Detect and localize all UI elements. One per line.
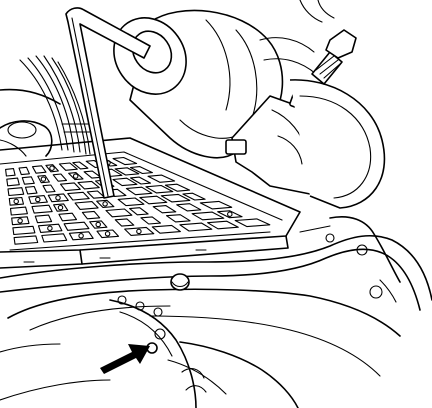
valve-passage	[12, 225, 36, 236]
valve-port	[136, 228, 142, 235]
valve-passage	[182, 192, 206, 201]
housing-plate	[0, 88, 61, 157]
valve-passage	[160, 193, 191, 203]
valve-passage	[7, 187, 25, 197]
valve-port	[55, 195, 61, 201]
valve-port	[40, 176, 47, 182]
valve-port	[104, 231, 111, 237]
valve-port	[49, 165, 55, 171]
valve-passage	[8, 196, 25, 206]
valve-passage	[53, 203, 69, 212]
valve-passage	[129, 166, 153, 175]
arrow-icon	[100, 344, 150, 374]
valve-port	[227, 211, 233, 217]
transmission-case	[0, 216, 432, 408]
valve-passage	[176, 203, 202, 212]
valve-passage	[6, 177, 20, 187]
dowel-pin	[170, 273, 190, 291]
valve-passage	[67, 191, 90, 201]
valve-port	[35, 196, 41, 203]
valve-passage	[217, 210, 243, 219]
valve-passage	[89, 220, 108, 229]
valve-passage	[63, 221, 90, 231]
valve-passage	[191, 211, 225, 221]
valve-passage	[18, 166, 30, 176]
valve-passage	[139, 195, 168, 205]
valve-port	[102, 201, 108, 207]
valve-passage	[129, 207, 149, 216]
valve-passage	[13, 235, 39, 245]
valve-passage	[129, 176, 152, 185]
valve-passage	[11, 216, 30, 226]
valve-passage	[28, 195, 48, 205]
valve-passage	[165, 214, 191, 223]
valve-passage	[31, 204, 53, 214]
valve-passage	[5, 168, 16, 177]
valve-passage	[114, 167, 140, 176]
valve-passage	[45, 164, 59, 173]
valve-port	[17, 218, 23, 224]
valve-passage	[140, 216, 162, 225]
valve-passage	[68, 231, 94, 241]
valve-passage	[81, 210, 101, 220]
lower-bore	[0, 295, 207, 408]
valve-passage	[52, 173, 68, 182]
valve-port	[13, 198, 19, 205]
valve-passage	[58, 162, 78, 171]
valve-passage	[234, 218, 271, 228]
valve-passage	[42, 184, 56, 193]
threaded-bolt	[311, 29, 357, 85]
valve-passage	[21, 176, 35, 185]
valve-passage	[74, 201, 99, 210]
valve-passage	[77, 180, 100, 190]
valve-passage	[112, 177, 138, 187]
valve-passage	[151, 224, 181, 234]
valve-port	[72, 173, 79, 179]
valve-port	[95, 221, 101, 228]
valve-port	[47, 225, 53, 232]
valve-passage	[179, 222, 213, 232]
valve-passage	[117, 197, 145, 207]
valve-passage	[114, 218, 135, 227]
valve-passage	[47, 193, 69, 203]
valve-passage	[96, 199, 115, 209]
valve-passage	[164, 183, 191, 192]
valve-passage	[152, 205, 177, 214]
valve-passage	[37, 223, 63, 233]
valve-passage	[96, 229, 120, 239]
valve-passage	[207, 220, 239, 230]
valve-passage	[199, 200, 233, 210]
top-clip	[299, 0, 335, 23]
valve-passage	[31, 165, 47, 174]
valve-passages	[5, 156, 271, 245]
valve-passage	[124, 226, 155, 236]
hex-key-tool	[65, 7, 151, 199]
valve-passage	[72, 161, 89, 170]
valve-port	[57, 204, 64, 211]
valve-passage	[34, 214, 53, 224]
valve-passage	[59, 182, 81, 192]
valve-passage	[9, 206, 28, 216]
valve-passage	[58, 212, 78, 222]
valve-passage	[105, 208, 133, 218]
valve-body	[0, 137, 301, 269]
valve-passage	[125, 186, 153, 196]
valve-passage	[41, 233, 68, 243]
valve-port	[78, 233, 84, 239]
valve-passage	[112, 156, 138, 166]
valve-passage	[37, 174, 50, 184]
valve-passage	[68, 172, 84, 181]
valve-passage	[145, 184, 174, 194]
valve-passage	[24, 185, 38, 195]
rear-cover	[259, 37, 386, 209]
valve-passage	[147, 174, 176, 183]
